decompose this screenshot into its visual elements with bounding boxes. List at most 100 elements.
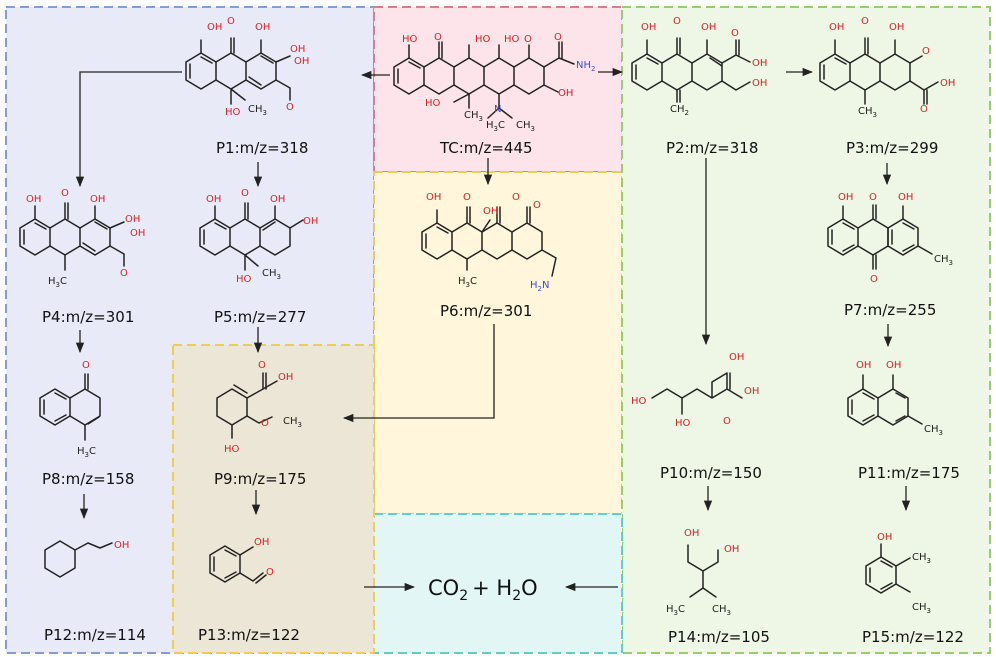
svg-text:HO: HO	[675, 418, 691, 429]
label-p8: P8:m/z=158	[42, 470, 134, 488]
region-teal	[373, 513, 623, 654]
svg-text:O: O	[869, 192, 877, 203]
svg-text:O: O	[731, 28, 739, 39]
label-p12: P12:m/z=114	[44, 626, 146, 644]
svg-text:OH: OH	[254, 537, 269, 548]
label-p1: P1:m/z=318	[216, 139, 308, 157]
svg-text:OH: OH	[684, 528, 699, 539]
structure-p14: OH OH H3C CH3	[666, 528, 739, 617]
svg-text:O: O	[227, 16, 235, 27]
svg-text:CH3: CH3	[283, 416, 302, 429]
svg-text:OH: OH	[558, 88, 573, 99]
svg-text:OH: OH	[877, 532, 892, 543]
svg-text:HO: HO	[425, 98, 441, 109]
structure-p11: OH OH CH3	[847, 360, 943, 437]
structure-p2: OH O OH O OH OH CH2	[631, 16, 767, 117]
structure-p5: OH O OH OH HO CH3	[199, 188, 318, 285]
svg-text:O: O	[241, 188, 249, 199]
label-p6: P6:m/z=301	[440, 302, 532, 320]
svg-text:OH: OH	[898, 192, 913, 203]
label-p3: P3:m/z=299	[846, 139, 938, 157]
svg-text:H3C: H3C	[486, 120, 505, 133]
svg-text:O: O	[120, 268, 128, 279]
svg-text:OH: OH	[752, 78, 767, 89]
svg-text:O: O	[920, 104, 928, 115]
svg-text:OH: OH	[940, 78, 955, 89]
structure-p13: OH O	[209, 537, 274, 584]
svg-text:O: O	[861, 16, 869, 27]
label-p15: P15:m/z=122	[862, 628, 964, 646]
svg-text:H3C: H3C	[77, 446, 96, 459]
svg-text:OH: OH	[829, 22, 844, 33]
svg-text:H3C: H3C	[48, 276, 67, 289]
svg-text:OH: OH	[26, 194, 41, 205]
region-green	[621, 6, 991, 654]
svg-text:O: O	[554, 32, 562, 43]
svg-text:O: O	[673, 16, 681, 27]
svg-text:HO: HO	[631, 396, 647, 407]
svg-text:OH: OH	[294, 56, 309, 67]
svg-text:O: O	[61, 188, 69, 199]
svg-text:OH: OH	[290, 44, 305, 55]
label-p9: P9:m/z=175	[214, 470, 306, 488]
svg-text:O: O	[463, 192, 471, 203]
svg-text:CH3: CH3	[934, 254, 953, 267]
svg-text:OH: OH	[744, 386, 759, 397]
structure-p1: OH O OH OH OH O HO CH3	[185, 16, 309, 118]
svg-text:H3C: H3C	[458, 276, 477, 289]
svg-text:CH3: CH3	[262, 268, 281, 281]
svg-text:O: O	[723, 416, 731, 427]
svg-text:OH: OH	[752, 58, 767, 69]
svg-text:HO: HO	[225, 107, 241, 118]
svg-text:OH: OH	[255, 22, 270, 33]
svg-text:O: O	[524, 34, 532, 45]
svg-text:OH: OH	[206, 194, 221, 205]
label-p11: P11:m/z=175	[858, 464, 960, 482]
svg-text:CH3: CH3	[712, 604, 731, 617]
structure-p12: OH	[44, 540, 129, 578]
svg-text:H2N: H2N	[530, 280, 549, 293]
label-p2: P2:m/z=318	[666, 139, 758, 157]
svg-text:O: O	[533, 200, 541, 211]
svg-text:O: O	[434, 32, 442, 43]
svg-text:OH: OH	[90, 194, 105, 205]
structure-p7: OH O OH O CH3	[827, 192, 953, 285]
svg-text:HO: HO	[504, 34, 520, 45]
svg-text:OH: OH	[207, 22, 222, 33]
svg-text:OH: OH	[889, 22, 904, 33]
label-p14: P14:m/z=105	[668, 628, 770, 646]
svg-text:O: O	[261, 418, 269, 429]
structure-p6: OH O OH O O H3C H2N	[421, 192, 557, 293]
svg-text:HO: HO	[475, 34, 491, 45]
arrow-p6-p9	[342, 324, 495, 423]
svg-text:CH3: CH3	[516, 120, 535, 133]
arrow-p1-p4	[75, 71, 182, 188]
svg-text:OH: OH	[729, 352, 744, 363]
svg-text:CH3: CH3	[924, 424, 943, 437]
svg-text:O: O	[286, 102, 294, 113]
label-p7: P7:m/z=255	[844, 301, 936, 319]
region-tan	[172, 344, 375, 654]
svg-text:O: O	[922, 46, 930, 57]
svg-text:O: O	[870, 274, 878, 285]
svg-text:H3C: H3C	[666, 604, 685, 617]
svg-text:OH: OH	[483, 206, 498, 217]
svg-text:OH: OH	[838, 192, 853, 203]
final-products: CO2+ H2O	[428, 576, 538, 604]
label-p10: P10:m/z=150	[660, 464, 762, 482]
svg-text:HO: HO	[236, 274, 252, 285]
label-p13: P13:m/z=122	[198, 626, 300, 644]
structure-p9: O OH O CH3 HO	[216, 360, 302, 455]
svg-text:NH2: NH2	[576, 60, 595, 73]
svg-text:OH: OH	[724, 544, 739, 555]
svg-text:O: O	[266, 567, 274, 578]
svg-text:N: N	[494, 104, 501, 115]
svg-text:HO: HO	[224, 444, 240, 455]
label-p4: P4:m/z=301	[42, 308, 134, 326]
structure-p4: OH O OH OH OH O H3C	[19, 188, 145, 289]
svg-text:OH: OH	[856, 360, 871, 371]
svg-text:OH: OH	[270, 194, 285, 205]
structure-p8: O H3C	[39, 360, 101, 459]
svg-text:OH: OH	[130, 228, 145, 239]
